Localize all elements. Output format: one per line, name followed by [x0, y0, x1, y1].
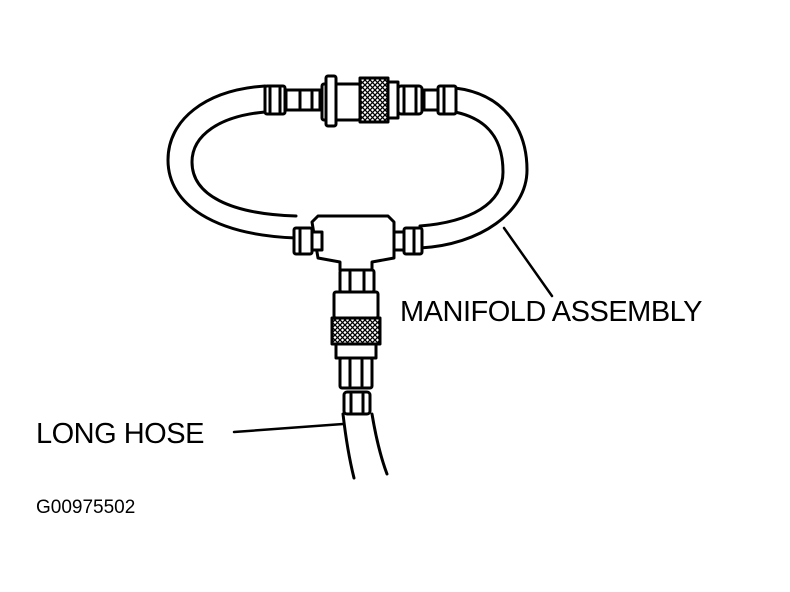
- top-right-fitting: [422, 84, 458, 116]
- long-hose: [341, 390, 389, 480]
- long-hose-label: LONG HOSE: [36, 418, 204, 450]
- manifold-assembly-label: MANIFOLD ASSEMBLY: [400, 296, 703, 328]
- figure-id-label: G00975502: [36, 497, 136, 518]
- top-quick-coupler: [320, 74, 424, 128]
- tee-fitting: [292, 214, 424, 272]
- lower-quick-coupler: [330, 268, 382, 390]
- top-left-fitting: [263, 84, 322, 116]
- left-hose-loop: [166, 84, 298, 240]
- right-hose-loop: [418, 86, 529, 250]
- hose-leader-line: [232, 422, 345, 434]
- manifold-leader-line: [502, 226, 554, 298]
